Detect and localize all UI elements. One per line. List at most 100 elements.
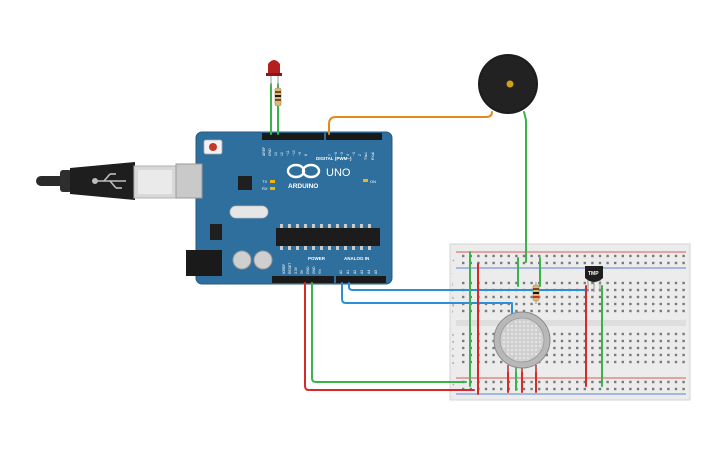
breadboard-hole: [462, 332, 465, 336]
breadboard-hole: [636, 281, 640, 285]
pin-label-10: ~10: [292, 150, 296, 156]
pin-label-reset: RESET: [288, 263, 292, 274]
breadboard-hole: [576, 261, 579, 265]
breadboard-hole: [682, 281, 685, 285]
row-letter: b: [452, 353, 455, 358]
breadboard-hole: [644, 254, 647, 258]
wire-blue[interactable]: [348, 282, 589, 291]
mesh-dot: [514, 320, 518, 324]
breadboard-resistor[interactable]: [532, 282, 540, 304]
breadboard-hole: [576, 360, 579, 364]
model-label: UNO: [326, 167, 351, 179]
breadboard-hole: [636, 360, 640, 364]
wire-green[interactable]: [523, 111, 527, 263]
piezo-buzzer[interactable]: [478, 54, 538, 114]
breadboard-hole: [667, 309, 670, 313]
wire-red[interactable]: [304, 282, 475, 391]
breadboard-hole: [629, 288, 632, 292]
row-letter: h: [452, 295, 454, 300]
breadboard-hole: [576, 387, 579, 391]
breadboard-hole: [591, 261, 594, 265]
mesh-dot: [522, 352, 526, 356]
usb-port: [175, 163, 203, 199]
breadboard-hole: [545, 302, 548, 306]
wire-orange[interactable]: [328, 111, 493, 135]
breadboard-hole: [614, 295, 617, 299]
red-led[interactable]: [266, 60, 282, 86]
breadboard-hole: [614, 332, 617, 336]
power-label: POWER: [308, 256, 326, 261]
breadboard-hole: [484, 281, 488, 285]
tmp-sensor[interactable]: TMP: [585, 266, 603, 292]
mesh-dot: [530, 324, 534, 328]
mesh-dot: [538, 344, 542, 348]
breadboard-hole: [515, 261, 518, 265]
mesh-dot: [534, 352, 538, 356]
breadboard-hole: [484, 353, 488, 357]
breadboard-hole: [500, 380, 503, 384]
mesh-dot: [502, 336, 506, 340]
mesh-dot: [514, 324, 518, 328]
breadboard-hole: [598, 261, 602, 265]
breadboard-hole: [636, 332, 640, 336]
mesh-dot: [518, 348, 522, 352]
mesh-dot: [514, 340, 518, 344]
breadboard-hole: [530, 254, 533, 258]
mesh-dot: [518, 320, 522, 324]
breadboard-hole: [636, 302, 640, 306]
led-resistor[interactable]: [274, 87, 282, 107]
mesh-dot: [530, 348, 534, 352]
breadboard-hole: [484, 295, 488, 299]
breadboard-hole: [576, 281, 579, 285]
wire-blue[interactable]: [341, 282, 513, 315]
breadboard[interactable]: + - + - j i h g f e d c b a: [449, 243, 691, 401]
breadboard-hole: [553, 261, 556, 265]
arduino-uno-board[interactable]: ARDUINO UNO ON TX RX DIGITAL (PWM~) POWE…: [175, 131, 393, 285]
mesh-dot: [510, 344, 514, 348]
breadboard-hole: [682, 360, 685, 364]
breadboard-hole: [636, 295, 640, 299]
breadboard-hole: [674, 360, 678, 364]
rail-plus-label: +: [452, 382, 455, 387]
breadboard-hole: [614, 302, 617, 306]
breadboard-hole: [515, 254, 518, 258]
breadboard-hole: [484, 360, 488, 364]
pin-label-a2: A2: [353, 270, 357, 274]
breadboard-hole: [659, 332, 662, 336]
mesh-dot: [510, 348, 514, 352]
breadboard-hole: [606, 332, 609, 336]
breadboard-hole: [652, 332, 655, 336]
breadboard-hole: [667, 295, 670, 299]
breadboard-hole: [659, 288, 662, 292]
breadboard-hole: [682, 346, 685, 350]
breadboard-hole: [682, 302, 685, 306]
breadboard-hole: [659, 387, 662, 391]
breadboard-hole: [621, 254, 624, 258]
breadboard-hole: [674, 281, 678, 285]
breadboard-hole: [553, 295, 556, 299]
breadboard-hole: [553, 353, 556, 357]
mesh-dot: [510, 336, 514, 340]
capacitor: [253, 250, 273, 270]
mesh-dot: [518, 324, 522, 328]
breadboard-hole: [682, 288, 685, 292]
pin-label-3: ~3: [352, 152, 356, 156]
breadboard-hole: [644, 302, 647, 306]
breadboard-hole: [606, 261, 609, 265]
mesh-dot: [526, 340, 530, 344]
breadboard-hole: [462, 339, 465, 343]
pin-label-a1: A1: [346, 270, 350, 274]
wire-green[interactable]: [311, 282, 467, 383]
breadboard-hole: [644, 332, 647, 336]
breadboard-hole: [659, 261, 662, 265]
breadboard-hole: [659, 295, 662, 299]
breadboard-hole: [522, 261, 526, 265]
reset-button[interactable]: [203, 139, 223, 155]
breadboard-hole: [530, 261, 533, 265]
mesh-dot: [526, 344, 530, 348]
gas-sensor[interactable]: [493, 311, 551, 372]
mesh-dot: [518, 344, 522, 348]
breadboard-hole: [591, 360, 594, 364]
breadboard-hole: [667, 387, 670, 391]
breadboard-hole: [659, 346, 662, 350]
